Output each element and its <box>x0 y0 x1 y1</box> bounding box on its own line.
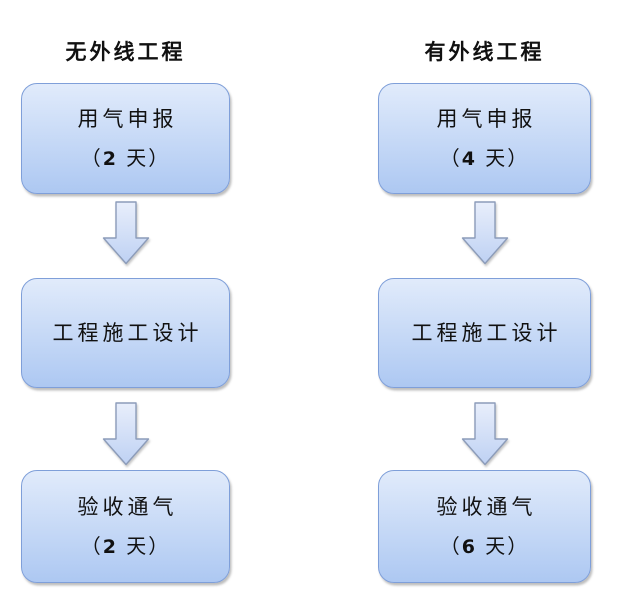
step-duration: （6 天） <box>440 534 530 559</box>
column-title: 无外线工程 <box>65 39 186 64</box>
step-duration: （2 天） <box>81 146 171 171</box>
down-arrow-icon <box>461 201 508 265</box>
down-arrow-icon <box>102 201 149 265</box>
flow-connector <box>378 402 591 466</box>
step-box-acceptance-gas-connection: 验收通气 （2 天） <box>21 470 230 583</box>
paren-open: （ <box>80 533 103 558</box>
step-label: 工程施工设计 <box>411 320 562 345</box>
step-box-gas-application: 用气申报 （2 天） <box>21 83 230 194</box>
step-label: 用气申报 <box>77 107 178 132</box>
days-number: 2 <box>102 147 118 170</box>
paren-open: （ <box>80 145 103 170</box>
flow-connector <box>378 201 591 265</box>
step-box-construction-design: 工程施工设计 <box>21 278 230 388</box>
column-title: 有外线工程 <box>424 39 545 64</box>
days-number: 6 <box>461 535 477 558</box>
step-box-gas-application: 用气申报 （4 天） <box>378 83 591 194</box>
paren-open: （ <box>439 533 462 558</box>
column-no-external-line-project: 无外线工程 用气申报 （2 天） 工程施工设计 验收通气 （2 天） <box>21 0 230 607</box>
step-duration: （2 天） <box>81 534 171 559</box>
paren-close: 天） <box>117 533 171 558</box>
flow-connector <box>21 201 230 265</box>
step-label: 验收通气 <box>436 495 537 520</box>
down-arrow-icon <box>102 402 149 466</box>
step-label: 工程施工设计 <box>52 320 203 345</box>
days-number: 4 <box>461 147 477 170</box>
flow-connector <box>21 402 230 466</box>
step-duration: （4 天） <box>440 146 530 171</box>
step-box-construction-design: 工程施工设计 <box>378 278 591 388</box>
paren-close: 天） <box>117 145 171 170</box>
paren-close: 天） <box>476 533 530 558</box>
step-box-acceptance-gas-connection: 验收通气 （6 天） <box>378 470 591 583</box>
column-external-line-project: 有外线工程 用气申报 （4 天） 工程施工设计 验收通气 （6 天） <box>378 0 591 607</box>
down-arrow-icon <box>461 402 508 466</box>
step-label: 用气申报 <box>436 107 537 132</box>
step-label: 验收通气 <box>77 495 178 520</box>
paren-open: （ <box>439 145 462 170</box>
days-number: 2 <box>102 535 118 558</box>
paren-close: 天） <box>476 145 530 170</box>
